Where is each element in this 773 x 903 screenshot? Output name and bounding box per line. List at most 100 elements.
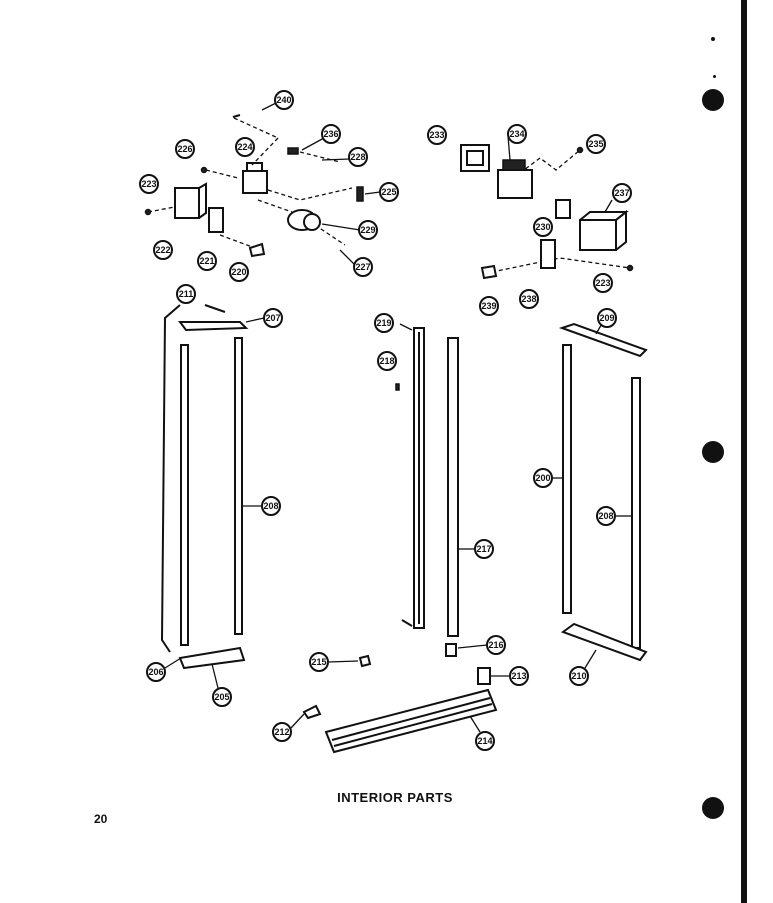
- svg-text:208: 208: [263, 501, 278, 511]
- switch-housing: [242, 170, 268, 194]
- callout-200: 200: [533, 468, 553, 488]
- svg-text:215: 215: [311, 657, 326, 667]
- svg-text:212: 212: [274, 727, 289, 737]
- screw-part: [200, 166, 208, 174]
- callout-219: 219: [374, 313, 394, 333]
- control-box-side: [198, 182, 207, 219]
- kick-plate-louver: [331, 697, 491, 741]
- callout-227: 227: [353, 257, 373, 277]
- right-side-rail-right: [631, 377, 641, 649]
- svg-text:220: 220: [231, 267, 246, 277]
- callout-223: 223: [139, 174, 159, 194]
- leader-line: [604, 199, 613, 213]
- svg-text:229: 229: [360, 225, 375, 235]
- svg-text:230: 230: [535, 222, 550, 232]
- gasket-inner: [466, 150, 484, 166]
- leader-line: [290, 713, 305, 729]
- page-number: 20: [94, 812, 108, 826]
- leader-line: [321, 158, 351, 161]
- screw-part: [626, 264, 634, 272]
- knob-face: [303, 213, 321, 231]
- svg-text:237: 237: [614, 188, 629, 198]
- callout-233: 233: [427, 125, 447, 145]
- svg-text:222: 222: [155, 245, 170, 255]
- dashed-leader: [299, 151, 341, 163]
- small-plate: [555, 199, 571, 219]
- callout-236: 236: [321, 124, 341, 144]
- dashed-leader: [257, 199, 293, 213]
- leader-line: [399, 323, 413, 331]
- callout-214: 214: [475, 731, 495, 751]
- leader-line: [339, 249, 357, 267]
- callout-212: 212: [272, 722, 292, 742]
- thermostat-top: [502, 159, 526, 171]
- svg-text:209: 209: [599, 313, 614, 323]
- svg-text:225: 225: [381, 187, 396, 197]
- screw-part: [576, 146, 584, 154]
- bottom-parts: [302, 654, 510, 754]
- svg-text:218: 218: [379, 356, 394, 366]
- callout-224: 224: [235, 137, 255, 157]
- svg-text:228: 228: [350, 152, 365, 162]
- callout-220: 220: [229, 262, 249, 282]
- speck-mark: [713, 75, 716, 78]
- svg-text:224: 224: [237, 142, 252, 152]
- svg-text:233: 233: [429, 130, 444, 140]
- left-control-assembly: [144, 102, 381, 267]
- leader-line: [327, 660, 359, 663]
- callout-216: 216: [486, 635, 506, 655]
- svg-text:211: 211: [179, 289, 194, 299]
- left-door-frame: [160, 304, 265, 670]
- callout-208-right: 208: [596, 506, 616, 526]
- control-box-right-side: [615, 209, 627, 251]
- small-screw: [395, 383, 400, 391]
- page-edge-bar: [741, 0, 747, 903]
- leader-line: [261, 102, 277, 111]
- dashed-leader: [267, 187, 353, 201]
- svg-text:207: 207: [265, 313, 280, 323]
- svg-text:223: 223: [141, 179, 156, 189]
- left-side-rail-right: [562, 344, 572, 614]
- callout-217: 217: [474, 539, 494, 559]
- control-box-right: [579, 219, 617, 251]
- leader-line: [469, 715, 481, 733]
- callout-240: 240: [274, 90, 294, 110]
- dashed-leader: [219, 234, 256, 249]
- leader-line: [164, 657, 182, 669]
- top-rail-right: [558, 322, 648, 358]
- switch-top: [246, 162, 263, 171]
- svg-text:219: 219: [376, 318, 391, 328]
- small-hook: [302, 704, 322, 720]
- callout-205: 205: [212, 687, 232, 707]
- dashed-leader: [251, 137, 279, 166]
- svg-text:236: 236: [323, 129, 338, 139]
- svg-text:206: 206: [148, 667, 163, 677]
- top-rail: [178, 321, 249, 332]
- page-title: INTERIOR PARTS: [337, 790, 453, 805]
- mullion-clip: [401, 619, 413, 627]
- callout-225: 225: [379, 182, 399, 202]
- dashed-leader: [233, 117, 279, 139]
- callout-209: 209: [597, 308, 617, 328]
- callout-221: 221: [197, 251, 217, 271]
- callout-213: 213: [509, 666, 529, 686]
- gasket-part: [460, 144, 490, 172]
- right-control-assembly: [460, 135, 634, 280]
- callout-235: 235: [586, 134, 606, 154]
- svg-text:235: 235: [588, 139, 603, 149]
- leader-line: [364, 191, 381, 195]
- leader-line: [584, 649, 597, 669]
- left-side-rail: [180, 344, 189, 646]
- mullion-parts: [395, 323, 488, 657]
- svg-text:208: 208: [598, 511, 613, 521]
- callout-230: 230: [533, 217, 553, 237]
- callout-229: 229: [358, 220, 378, 240]
- leader-line: [321, 223, 361, 231]
- kick-plate: [324, 688, 498, 754]
- callout-238: 238: [519, 289, 539, 309]
- mullion-cover: [447, 337, 459, 637]
- leader-line: [457, 644, 488, 649]
- callout-228: 228: [348, 147, 368, 167]
- callout-226: 226: [175, 139, 195, 159]
- leader-line: [245, 317, 265, 323]
